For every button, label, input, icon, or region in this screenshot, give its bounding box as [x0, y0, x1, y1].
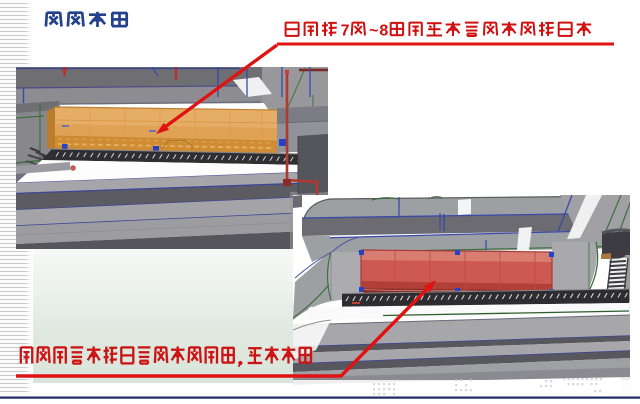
svg-text:7: 7 [341, 23, 350, 40]
svg-text:~: ~ [369, 23, 378, 40]
svg-text:8: 8 [379, 23, 388, 40]
